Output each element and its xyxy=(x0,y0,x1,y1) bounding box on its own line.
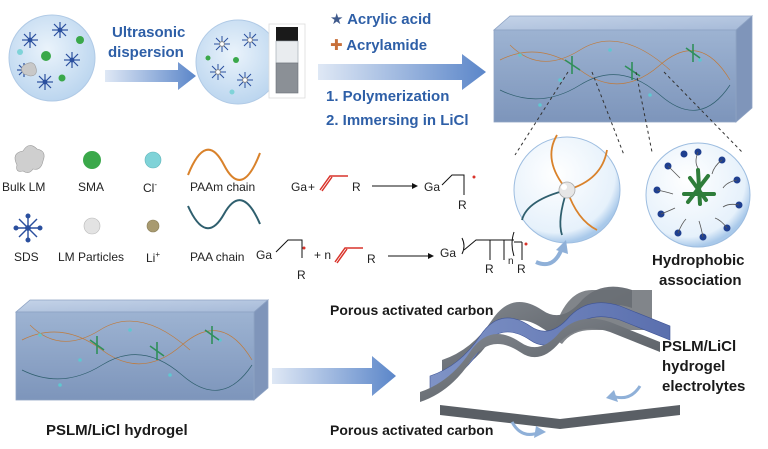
dispersion-sphere-2 xyxy=(195,19,281,105)
legend-sds-icon xyxy=(13,213,43,243)
dispersion-sphere-1 xyxy=(8,14,96,102)
legend-bulk-lm-icon xyxy=(14,145,45,173)
r2-ga-right: Ga xyxy=(440,246,457,260)
curved-arrow-electrolyte xyxy=(611,385,642,400)
vial-photo xyxy=(268,23,306,99)
star-icon: ★ xyxy=(330,11,344,28)
legend-li-label: Li+ xyxy=(146,250,161,265)
r1-r-left: R xyxy=(352,180,361,194)
step-immersing: 2. Immersing in LiCl xyxy=(326,112,469,129)
legend-lm-particle-icon xyxy=(83,217,101,235)
legend-paa-chain-icon xyxy=(187,199,261,230)
label-hydrophobic: Hydrophobic xyxy=(652,252,745,269)
reaction-2-graphics xyxy=(275,231,528,264)
r2-n: n xyxy=(508,256,514,267)
zoom-bubble-micelle xyxy=(645,142,751,248)
hydrogel-block-top xyxy=(492,15,754,123)
r2-r-mid: R xyxy=(367,252,376,266)
hydrogel-block-bottom xyxy=(14,299,270,401)
process-arrow-3 xyxy=(272,356,396,396)
legend-cl-label: Cl- xyxy=(143,180,158,195)
label-carbon-top: Porous activated carbon xyxy=(330,302,494,318)
r1-r-right: R xyxy=(458,198,467,212)
legend-sma-icon xyxy=(83,151,101,169)
monomer-acrylamide: ✚ Acrylamide xyxy=(330,37,428,54)
reaction-1-graphics xyxy=(319,174,476,195)
monomer-acrylic-acid: ★ Acrylic acid xyxy=(330,11,432,28)
legend-paam-label: PAAm chain xyxy=(190,180,256,194)
r2-ga-left: Ga xyxy=(256,248,273,262)
supercapacitor-device xyxy=(420,286,680,429)
r1-ga-left: Ga xyxy=(291,180,308,194)
legend-paam-chain-icon xyxy=(187,148,261,181)
r2-plus-n: + n xyxy=(314,248,332,262)
step-polymerization: 1. Polymerization xyxy=(326,88,450,105)
legend-sma-label: SMA xyxy=(78,180,105,194)
curved-arrow-carbon-head xyxy=(534,426,546,438)
curved-arrow-head xyxy=(556,240,568,254)
label-hydrogel-caption: PSLM/LiCl hydrogel xyxy=(46,422,188,439)
label-electrolyte-2: hydrogel xyxy=(662,358,726,375)
process-arrow-2 xyxy=(318,54,486,90)
legend-paa-label: PAA chain xyxy=(190,250,245,264)
label-electrolyte-3: electrolytes xyxy=(662,378,746,395)
legend-cl-icon xyxy=(144,151,162,169)
curved-arrow-electrolyte-head xyxy=(606,390,618,402)
zoom-bubble-lm xyxy=(513,134,621,244)
r2-r-left: R xyxy=(297,268,306,282)
legend-lm-particles-label: LM Particles xyxy=(58,250,125,264)
step-ultrasonic: Ultrasonic xyxy=(112,24,186,41)
zoom-lines xyxy=(514,71,743,156)
r1-plus: + xyxy=(308,180,316,194)
legend-sds-label: SDS xyxy=(14,250,39,264)
r2-r-b: R xyxy=(517,262,526,276)
legend-bulk-lm-label: Bulk LM xyxy=(2,180,46,194)
step-dispersion: dispersion xyxy=(108,44,184,61)
process-arrow-1 xyxy=(105,62,196,90)
label-electrolyte-1: PSLM/LiCl xyxy=(662,338,737,355)
label-association: association xyxy=(659,272,742,289)
cross-icon: ✚ xyxy=(330,37,343,54)
label-carbon-bottom: Porous activated carbon xyxy=(330,422,494,438)
r2-r-a: R xyxy=(485,262,494,276)
legend-li-icon xyxy=(146,219,160,233)
r1-ga-right: Ga xyxy=(424,180,441,194)
